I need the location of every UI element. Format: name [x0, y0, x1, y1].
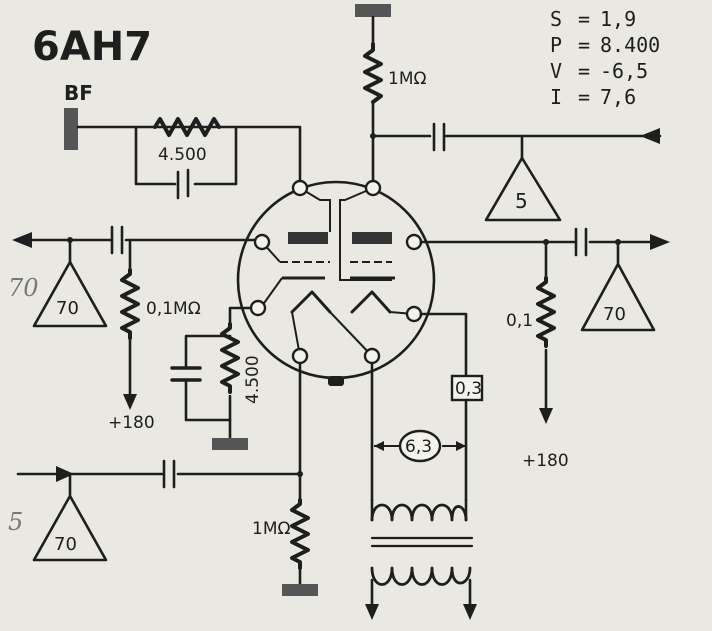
left-voltage-label: +180 [108, 413, 155, 433]
arrow-left-icon [12, 232, 32, 248]
triangle-left-label: 70 [56, 298, 79, 319]
anode-left [288, 232, 328, 244]
arrow-right-icon [650, 234, 670, 250]
feedback-resistor [153, 117, 221, 137]
spec-key-i: I [550, 85, 562, 109]
output-right-capacitor [574, 227, 588, 257]
spec-key-v: V [550, 59, 562, 83]
output-left-capacitor [110, 225, 124, 255]
left-resistor-label: 0,1MΩ [146, 299, 201, 319]
handwritten-left: 70 [8, 274, 39, 302]
filament-box-label: 0,3 [455, 379, 482, 399]
arrow-down-right-icon [539, 408, 553, 424]
spec-value-i: 7,6 [600, 85, 636, 109]
spec-value-v: -6,5 [600, 59, 648, 83]
cathode-ground [212, 438, 248, 450]
triangle-top-label: 5 [515, 189, 528, 213]
pin-filament-right [405, 305, 423, 323]
triangle-bottom-label: 70 [54, 534, 77, 555]
arrow-top-icon [640, 128, 660, 144]
cathode-capacitor [170, 366, 202, 382]
grid-input-wire [76, 125, 302, 190]
transformer-primary-leads [370, 498, 468, 522]
top-ground [355, 4, 391, 17]
grid-input-capacitor [162, 459, 176, 489]
feedback-left-wire [134, 125, 177, 186]
triangle-right-label: 70 [603, 304, 626, 325]
input-terminal [64, 108, 78, 150]
pin-anode [364, 179, 382, 197]
triangle-top [484, 156, 562, 222]
right-resistor-label: 0,1 [506, 311, 533, 331]
transformer-output-arrows-icon [365, 604, 477, 620]
triangle-right [580, 240, 656, 332]
cathode-wire [228, 306, 253, 440]
feedback-right-wire [193, 125, 238, 186]
anode-right [352, 232, 392, 244]
cathode-resistor [220, 322, 240, 394]
spec-value-p: 8.400 [600, 33, 660, 57]
left-resistor [120, 268, 140, 340]
cathode-cap-wire [184, 334, 232, 422]
anode-resistor-label: 1MΩ [388, 69, 426, 89]
heater-wires [370, 312, 468, 502]
tube-envelope [236, 180, 436, 380]
internal-pin-leads [261, 241, 283, 307]
pin-grid [291, 179, 309, 197]
transformer-primary [370, 503, 468, 522]
triangle-left [32, 238, 108, 328]
spec-sep-i: = [578, 85, 590, 109]
heater-circle [398, 429, 442, 463]
spec-sep-v: = [578, 59, 590, 83]
spec-block: S = 1,9 P = 8.400 V = -6,5 I = 7,6 [550, 7, 660, 109]
grid-leak-label: 1MΩ [252, 519, 290, 539]
transformer-secondary [370, 566, 472, 586]
arrow-down-left-icon [123, 394, 137, 410]
pin-right-top [405, 233, 423, 251]
anode-resistor [363, 42, 383, 104]
grid-leak-resistor [290, 498, 310, 570]
handwritten-bottom: 5 [8, 508, 23, 536]
spec-key-s: S [550, 7, 562, 31]
dimension-arrows-icon [374, 441, 466, 451]
filaments [290, 290, 392, 314]
right-voltage-label: +180 [522, 451, 569, 471]
pin-left-top [253, 233, 271, 251]
spec-sep-s: = [578, 7, 590, 31]
spec-key-p: P [550, 33, 562, 57]
pin-bottom-left [291, 347, 309, 365]
right-resistor [536, 276, 556, 348]
transformer-core [370, 536, 474, 548]
cathode-resistor-label: 4.500 [243, 355, 263, 404]
spec-value-s: 1,9 [600, 7, 636, 31]
grid-ground [282, 584, 318, 596]
arrow-input-bottom-icon [56, 466, 74, 482]
triangle-bottom [32, 472, 108, 562]
spec-sep-p: = [578, 33, 590, 57]
tube-name: 6AH7 [32, 24, 152, 70]
output-top-wire [371, 134, 524, 160]
tube-key [328, 376, 344, 386]
input-label: BF [64, 81, 93, 105]
internal-bottom-leads [291, 311, 415, 357]
feedback-resistor-label: 4.500 [158, 145, 207, 165]
pin-bottom-right [363, 347, 381, 365]
pin-cathode [249, 299, 267, 317]
feedback-capacitor [176, 168, 190, 200]
internal-leads [299, 187, 392, 281]
output-top-capacitor [432, 122, 446, 152]
heater-label: 6,3 [405, 437, 432, 457]
